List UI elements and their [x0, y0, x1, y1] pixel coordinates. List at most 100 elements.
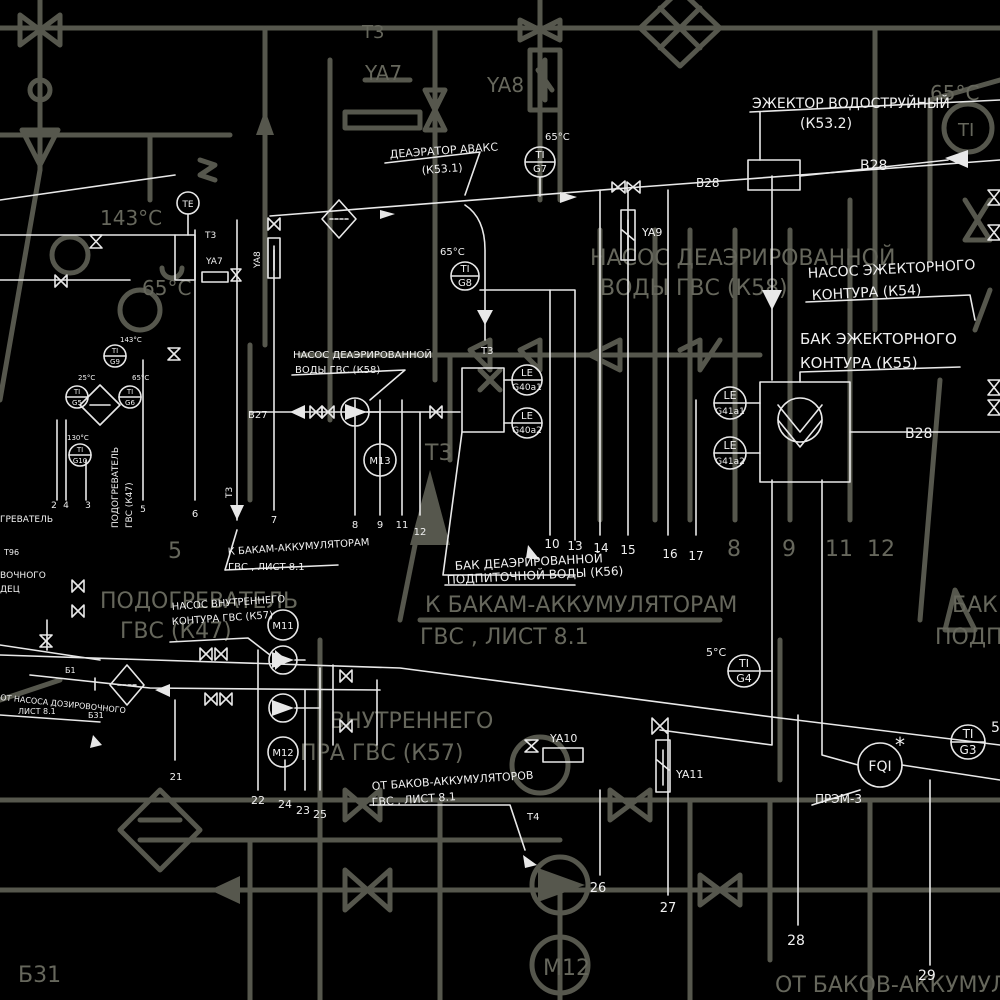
svg-text:G41а2: G41а2: [715, 457, 745, 467]
label-tank-k55: БАК ЭЖЕКТОРНОГО: [800, 330, 957, 348]
background-label: БАК Д: [952, 593, 1000, 618]
label-temp: 65°C: [440, 247, 465, 258]
label-left-fragment: ДЕЦ: [0, 585, 20, 595]
valve-icon: [651, 717, 669, 735]
instrument-le-g40a1: LE G40а1: [503, 364, 543, 396]
instrument-ti-g4: TI G4: [727, 654, 773, 688]
background-label: М12: [543, 956, 590, 981]
valve-icon: [987, 224, 1000, 241]
pipe-label-b1: Б1: [65, 666, 76, 675]
valve-icon: [71, 604, 85, 618]
valve-icon: [199, 647, 213, 661]
pipe-label-b28: B28: [860, 158, 887, 174]
valve-icon: [54, 274, 68, 288]
background-label: ОТ БАКОВ-АККУМУЛЯ: [775, 973, 1000, 998]
instrument-ti-g10: TI G10: [68, 443, 92, 467]
svg-text:G7: G7: [533, 164, 547, 175]
svg-text:LE: LE: [521, 411, 533, 422]
riser-number: 28: [787, 933, 805, 949]
riser-number: 4: [63, 501, 69, 511]
valve-icon: [167, 347, 181, 361]
label-from-dosing-pump-sheet: ЛИСТ 8.1: [18, 707, 56, 716]
pipe-label-t3: T3: [204, 231, 216, 241]
label-left-fragment: ВОЧНОГО: [0, 571, 46, 581]
label-temp: 130°C: [67, 434, 89, 442]
riser-number: 7: [271, 515, 277, 526]
riser-number: 22: [251, 794, 265, 807]
svg-text:TI: TI: [459, 264, 469, 275]
background-label: YA7: [364, 61, 402, 85]
label-left-fragment: ГРЕВАТЕЛЬ: [0, 515, 53, 525]
instrument-fqi: FQI: [857, 742, 1000, 788]
label-fqi-star: *: [895, 733, 905, 757]
background-label: К БАКАМ-АККУМУЛЯТОРАМ: [425, 593, 737, 618]
label-to-tanks-sheet: ГВС , ЛИСТ 8.1: [228, 562, 305, 573]
tank-k56-icon: [461, 367, 505, 433]
valve-icon: [339, 669, 353, 683]
instruments: TI G7 TI G8 LE G40а1 LE G40а2: [65, 146, 1000, 788]
heater-box-icon: [174, 234, 196, 281]
pipe-b1: [0, 644, 101, 661]
label-temp: 65°C: [132, 374, 149, 382]
instrument-ti-g9: TI G9: [103, 344, 127, 368]
label-to-tanks: К БАКАМ-АККУМУЛЯТОРАМ: [227, 537, 369, 558]
pipe-label-t3: T3: [480, 346, 493, 357]
ejector-k53-2-icon: [747, 159, 801, 191]
label-deaerator: ДЕАЭРАТОР АВАКС: [389, 140, 498, 161]
riser-number: 14: [593, 541, 608, 555]
label-pump-k58: НАСОС ДЕАЭРИРОВАННОЙ: [293, 348, 432, 361]
label-ya8: YA8: [253, 251, 263, 269]
riser-number: 2: [51, 501, 57, 511]
heater-k47-icon: [79, 384, 121, 426]
label-ya10: YA10: [549, 732, 577, 745]
label-prem-3: ПРЭМ-3: [815, 792, 862, 806]
label-number: 29: [918, 968, 936, 984]
riser-number: 23: [296, 804, 310, 817]
valve-icon: [89, 234, 103, 249]
riser-number: 21: [170, 772, 183, 783]
filter-icon: [109, 664, 145, 706]
label-pump-k54-code: КОНТУРА (К54): [811, 282, 921, 304]
riser-number: 17: [688, 549, 703, 563]
valve-icon: [204, 692, 218, 706]
svg-text:G9: G9: [110, 358, 120, 366]
valve-icon: [429, 405, 443, 419]
svg-text:G41а1: G41а1: [715, 407, 745, 417]
pipe-label-b31: Б31: [88, 711, 104, 720]
label-temp: 143°C: [120, 336, 142, 344]
pipe-label-b28: B28: [696, 176, 720, 190]
svg-text:TI: TI: [73, 388, 80, 396]
riser-number: 3: [85, 501, 91, 511]
riser-number: 26: [590, 881, 607, 896]
motor-label: M11: [272, 621, 293, 632]
deaerator-hook: [464, 204, 486, 341]
motor-m12-icon: [267, 736, 299, 768]
background-label: TI: [957, 120, 974, 141]
solenoid-ya11-icon: [655, 739, 671, 793]
label-temp: 25°C: [78, 374, 95, 382]
riser-numbers-lower: 21 22 24 23 25 26 27 28: [170, 772, 805, 949]
instrument-ti-g5: TI G5: [65, 385, 89, 409]
equipment: [174, 159, 851, 576]
riser-number: 25: [313, 808, 327, 821]
riser-number: 27: [660, 901, 677, 916]
tank-k55-icon: [759, 381, 851, 483]
riser-number: 11: [396, 520, 409, 531]
label-ejector-code: (К53.2): [800, 116, 852, 132]
instrument-ti-g8: TI G8: [450, 261, 480, 291]
svg-text:TE: TE: [181, 200, 193, 210]
filter-icon: [321, 199, 357, 239]
svg-text:FQI: FQI: [868, 759, 891, 775]
background-label: ПРА ГВС (К57): [300, 741, 464, 766]
pipe-b28-top: [799, 159, 949, 177]
motor-m11-icon: [267, 609, 299, 641]
valve-icon: [71, 579, 85, 593]
pipe-label-b28: B28: [905, 426, 932, 442]
label-ya9: YA9: [641, 226, 662, 239]
svg-text:G40а1: G40а1: [512, 383, 542, 393]
background-label: YA8: [486, 73, 524, 97]
riser-number: 10: [544, 537, 559, 551]
svg-text:TI: TI: [76, 446, 83, 454]
svg-text:LE: LE: [723, 439, 736, 452]
pipe-lower-2: [29, 674, 381, 691]
